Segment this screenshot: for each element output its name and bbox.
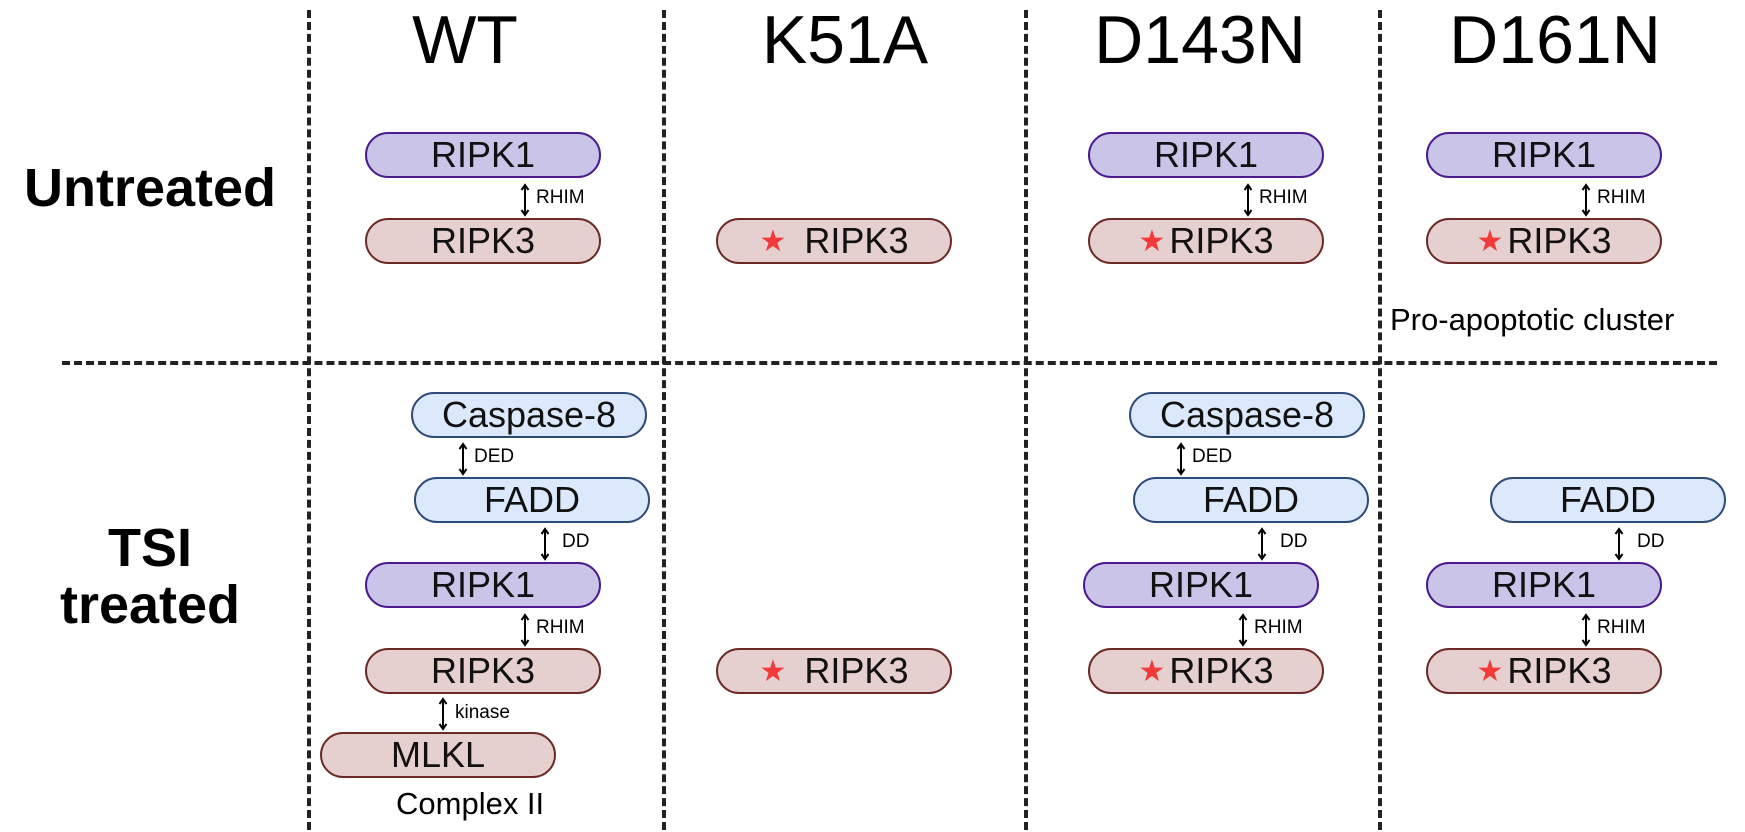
interaction-label-dd: DD bbox=[1637, 531, 1665, 552]
ripk1-node: RIPK1 bbox=[1083, 562, 1319, 608]
star-icon: ★ bbox=[759, 224, 787, 258]
interaction-label-rhim: RHIM bbox=[1597, 617, 1646, 638]
interaction-label-rhim: RHIM bbox=[1254, 617, 1303, 638]
ripk1-node: RIPK1 bbox=[365, 132, 601, 178]
star-icon: ★ bbox=[1476, 654, 1504, 688]
double-arrow-icon bbox=[438, 697, 448, 731]
ripk3-label: RIPK3 bbox=[804, 650, 909, 691]
ripk3-mutant-node: ★RIPK3 bbox=[1088, 648, 1324, 694]
row-label-untreated: Untreated bbox=[23, 158, 277, 218]
double-arrow-icon bbox=[1238, 613, 1248, 647]
column-header-d143n: D143N bbox=[1094, 2, 1306, 78]
star-icon: ★ bbox=[1138, 224, 1166, 258]
row-label-tsi-line2: treated bbox=[59, 574, 241, 635]
column-divider bbox=[307, 10, 311, 830]
column-divider bbox=[1378, 10, 1382, 830]
ripk3-mutant-node: ★ RIPK3 bbox=[716, 218, 952, 264]
ripk1-node: RIPK1 bbox=[365, 562, 601, 608]
ripk3-label: RIPK3 bbox=[804, 220, 909, 261]
column-header-d161n: D161N bbox=[1449, 2, 1661, 78]
interaction-label-rhim: RHIM bbox=[1259, 187, 1308, 208]
interaction-label-rhim: RHIM bbox=[1597, 187, 1646, 208]
caption-pro-apoptotic-cluster: Pro-apoptotic cluster bbox=[1390, 302, 1675, 337]
interaction-label-dd: DD bbox=[1280, 531, 1308, 552]
row-label-tsi-line1: TSI bbox=[107, 518, 192, 578]
star-icon: ★ bbox=[759, 654, 787, 688]
row-divider bbox=[62, 361, 1717, 365]
double-arrow-icon bbox=[458, 442, 468, 476]
ripk3-mutant-node: ★RIPK3 bbox=[1426, 648, 1662, 694]
ripk3-node: RIPK3 bbox=[365, 218, 601, 264]
ripk3-label: RIPK3 bbox=[1169, 650, 1274, 691]
double-arrow-icon bbox=[520, 183, 530, 217]
double-arrow-icon bbox=[1243, 183, 1253, 217]
row-label-tsi-treated: TSI treated bbox=[0, 520, 300, 633]
double-arrow-icon bbox=[1581, 613, 1591, 647]
star-icon: ★ bbox=[1476, 224, 1504, 258]
interaction-label-rhim: RHIM bbox=[536, 187, 585, 208]
double-arrow-icon bbox=[1614, 527, 1624, 561]
fadd-node: FADD bbox=[1133, 477, 1369, 523]
column-header-wt: WT bbox=[412, 2, 518, 78]
ripk3-label: RIPK3 bbox=[1169, 220, 1274, 261]
interaction-label-ded: DED bbox=[474, 446, 515, 467]
double-arrow-icon bbox=[540, 527, 550, 561]
caspase8-node: Caspase-8 bbox=[411, 392, 647, 438]
ripk3-label: RIPK3 bbox=[1507, 650, 1612, 691]
ripk1-node: RIPK1 bbox=[1426, 132, 1662, 178]
fadd-node: FADD bbox=[414, 477, 650, 523]
ripk3-node: RIPK3 bbox=[365, 648, 601, 694]
double-arrow-icon bbox=[520, 613, 530, 647]
interaction-label-rhim: RHIM bbox=[536, 617, 585, 638]
interaction-label-dd: DD bbox=[562, 531, 590, 552]
double-arrow-icon bbox=[1176, 442, 1186, 476]
ripk3-mutant-node: ★ RIPK3 bbox=[716, 648, 952, 694]
column-header-k51a: K51A bbox=[761, 2, 929, 78]
star-icon: ★ bbox=[1138, 654, 1166, 688]
double-arrow-icon bbox=[1581, 183, 1591, 217]
column-divider bbox=[1024, 10, 1028, 830]
ripk1-node: RIPK1 bbox=[1426, 562, 1662, 608]
interaction-label-ded: DED bbox=[1192, 446, 1233, 467]
interaction-label-kinase: kinase bbox=[455, 702, 510, 723]
column-divider bbox=[662, 10, 666, 830]
caption-complex-ii: Complex II bbox=[396, 786, 545, 821]
ripk3-mutant-node: ★RIPK3 bbox=[1088, 218, 1324, 264]
caspase8-node: Caspase-8 bbox=[1129, 392, 1365, 438]
ripk1-node: RIPK1 bbox=[1088, 132, 1324, 178]
double-arrow-icon bbox=[1257, 527, 1267, 561]
ripk3-mutant-node: ★RIPK3 bbox=[1426, 218, 1662, 264]
mlkl-node: MLKL bbox=[320, 732, 556, 778]
ripk3-label: RIPK3 bbox=[1507, 220, 1612, 261]
fadd-node: FADD bbox=[1490, 477, 1726, 523]
